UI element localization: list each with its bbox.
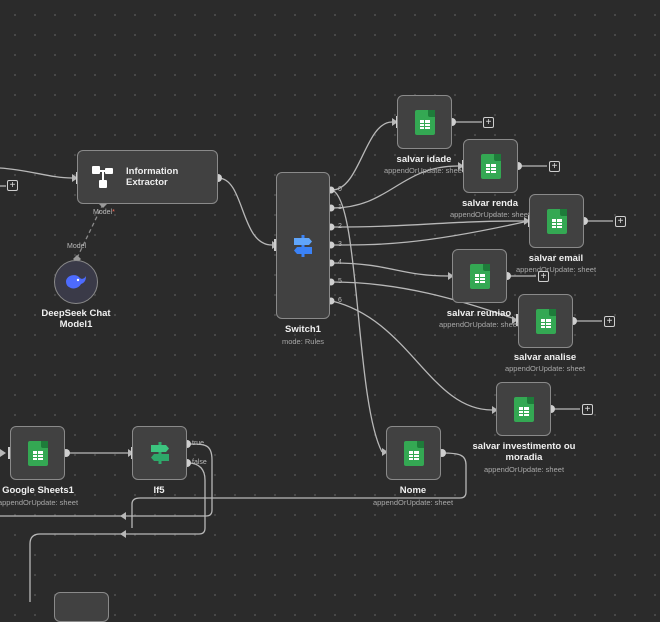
signpost-icon <box>294 234 312 257</box>
switch-output-3: 3 <box>338 241 342 248</box>
switch-output-0: 0 <box>338 186 342 193</box>
if5-false-port-label: false <box>192 459 207 466</box>
add-node-button[interactable]: + <box>615 216 626 227</box>
google-sheets-icon <box>535 308 556 334</box>
required-marker: * <box>112 209 115 216</box>
label-line1: salvar investimento ou <box>472 441 576 452</box>
extractor-model-port-label: Model* <box>93 209 115 216</box>
google-sheets1-node[interactable] <box>10 426 65 480</box>
add-node-button[interactable]: + <box>538 271 549 282</box>
google-sheets1-subtitle: appendOrUpdate: sheet <box>0 498 79 507</box>
salvar-investimento-subtitle: appendOrUpdate: sheet <box>483 465 565 474</box>
switch-node[interactable] <box>276 172 330 319</box>
salvar-email-node[interactable] <box>529 194 584 248</box>
google-sheets-icon <box>27 440 48 466</box>
switch-subtitle: mode: Rules <box>281 337 325 346</box>
signpost-icon <box>150 442 169 464</box>
salvar-idade-label: salvar idade <box>396 154 452 165</box>
partial-node-bottom[interactable] <box>54 592 109 622</box>
switch-output-5: 5 <box>338 278 342 285</box>
nome-subtitle: appendOrUpdate: sheet <box>372 498 454 507</box>
if5-label: If5 <box>153 485 165 496</box>
add-node-button[interactable]: + <box>7 180 18 191</box>
label-line1: Information <box>126 166 179 177</box>
google-sheets-icon <box>513 396 534 422</box>
label-line2: moradia <box>505 452 543 463</box>
salvar-reuniao-node[interactable] <box>452 249 507 303</box>
salvar-investimento-node[interactable] <box>496 382 551 436</box>
nome-label: Nome <box>399 485 427 496</box>
google-sheets-icon <box>403 440 424 466</box>
google-sheets-icon <box>469 263 490 289</box>
deepseek-model-port-label: Model <box>67 243 87 250</box>
salvar-idade-node[interactable] <box>397 95 452 149</box>
salvar-renda-node[interactable] <box>463 139 518 193</box>
salvar-analise-node[interactable] <box>518 294 573 348</box>
add-node-button[interactable]: + <box>549 161 560 172</box>
deepseek-chat-model-node[interactable] <box>54 260 98 304</box>
salvar-analise-label: salvar analise <box>513 352 577 363</box>
if5-true-port-label: true <box>192 440 205 447</box>
port-text: Model <box>93 209 113 216</box>
if5-node[interactable] <box>132 426 187 480</box>
switch-label: Switch1 <box>285 324 321 335</box>
add-node-button[interactable]: + <box>604 316 615 327</box>
salvar-reuniao-label: salvar reuniao <box>446 308 512 319</box>
salvar-idade-subtitle: appendOrUpdate: sheet <box>383 166 465 175</box>
salvar-email-subtitle: appendOrUpdate: sheet <box>515 265 597 274</box>
add-node-button[interactable]: + <box>483 117 494 128</box>
salvar-investimento-label: salvar investimento ou moradia <box>473 441 576 463</box>
deepseek-label: DeepSeek Chat Model1 <box>41 308 110 330</box>
label-line1: DeepSeek Chat <box>41 308 111 319</box>
switch-output-4: 4 <box>338 259 342 266</box>
switch-output-6: 6 <box>338 297 342 304</box>
information-extractor-node[interactable]: Information Extractor <box>77 150 218 204</box>
salvar-analise-subtitle: appendOrUpdate: sheet <box>504 364 586 373</box>
salvar-renda-subtitle: appendOrUpdate: sheet <box>449 210 531 219</box>
salvar-email-label: salvar email <box>528 253 584 264</box>
deepseek-whale-icon <box>66 275 86 289</box>
salvar-renda-label: salvar renda <box>462 198 518 209</box>
tree-icon <box>92 166 116 188</box>
switch-output-2: 2 <box>338 223 342 230</box>
google-sheets1-label: Google Sheets1 <box>2 485 74 496</box>
switch-output-1: 1 <box>338 204 342 211</box>
google-sheets-icon <box>480 153 501 179</box>
nome-node[interactable] <box>386 426 441 480</box>
label-line2: Model1 <box>59 319 93 330</box>
add-node-button[interactable]: + <box>582 404 593 415</box>
label-line2: Extractor <box>126 177 168 188</box>
google-sheets-icon <box>414 109 435 135</box>
information-extractor-title: Information Extractor <box>126 166 178 188</box>
salvar-reuniao-subtitle: appendOrUpdate: sheet <box>438 320 520 329</box>
google-sheets-icon <box>546 208 567 234</box>
